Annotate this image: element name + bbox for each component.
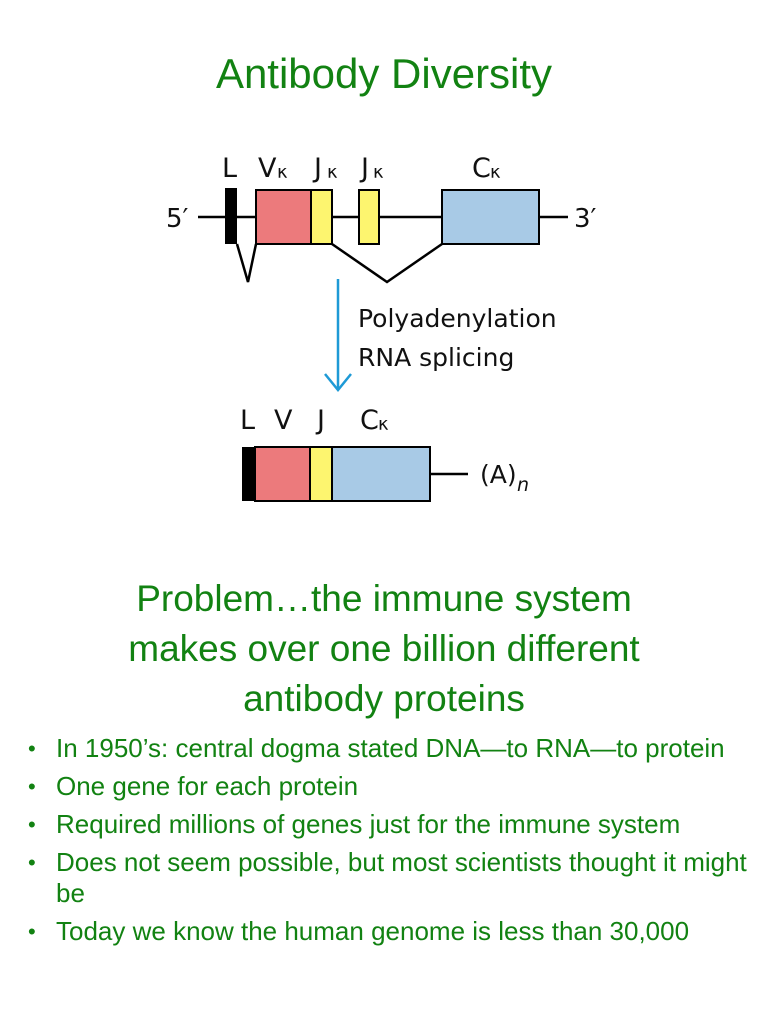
- bullet-dot-icon: •: [28, 850, 36, 875]
- label-J1-top: J: [312, 153, 322, 184]
- splice-j-c-intron: [331, 242, 443, 284]
- leader-segment-top: [225, 188, 237, 244]
- bullet-text: Required millions of genes just for the …: [56, 809, 681, 839]
- subtitle-line: makes over one billion different: [128, 628, 640, 669]
- slide-title: Antibody Diversity: [215, 50, 553, 97]
- bullet-text: One gene for each protein: [56, 771, 359, 801]
- v-segment-top: [255, 189, 312, 245]
- five-prime-end: 5′: [166, 204, 189, 234]
- slide-subtitle: Problem…the immune system makes over one…: [0, 574, 768, 724]
- label-C-top: C: [472, 153, 491, 184]
- bullet-dot-icon: •: [28, 919, 36, 944]
- bullet-dot-icon: •: [28, 812, 36, 837]
- subtitle-line: antibody proteins: [243, 678, 525, 719]
- label-V-kappa: κ: [277, 162, 288, 183]
- bullet-item: • Required millions of genes just for the…: [0, 809, 768, 840]
- label-C-kappa: κ: [490, 162, 501, 183]
- process-label-rna-splicing: RNA splicing: [358, 343, 514, 372]
- j1-segment-top: [310, 189, 333, 245]
- c-segment-top: [441, 189, 540, 245]
- leader-segment-mrna: [242, 447, 255, 501]
- label-C-bottom: C: [360, 405, 379, 436]
- bullet-dot-icon: •: [28, 736, 36, 761]
- bullet-text: Today we know the human genome is less t…: [56, 916, 690, 946]
- process-arrow-head: [324, 373, 352, 392]
- label-L-bottom: L: [240, 405, 255, 436]
- splice-leader-intron: [235, 243, 258, 283]
- poly-a-tail-subscript: n: [517, 474, 529, 496]
- j2-segment-top: [358, 189, 380, 245]
- bullet-dot-icon: •: [28, 774, 36, 799]
- c-segment-mrna: [331, 446, 431, 502]
- bullet-item: • In 1950’s: central dogma stated DNA—to …: [0, 733, 768, 764]
- label-C-bottom-kappa: κ: [378, 414, 389, 435]
- bullet-item: • One gene for each protein: [0, 771, 768, 802]
- label-V-bottom: V: [274, 405, 293, 436]
- label-J2-kappa: κ: [373, 162, 384, 183]
- label-J-bottom: J: [315, 405, 325, 436]
- bullet-text: In 1950’s: central dogma stated DNA—to R…: [56, 733, 725, 763]
- label-J2-top: J: [359, 153, 369, 184]
- label-V-top: V: [258, 153, 277, 184]
- poly-a-tail-label: (A): [480, 460, 517, 489]
- v-segment-mrna: [254, 446, 311, 502]
- three-prime-end: 3′: [574, 204, 597, 234]
- bullet-list: • In 1950’s: central dogma stated DNA—to …: [0, 733, 768, 954]
- j-segment-mrna: [309, 446, 333, 502]
- gene-splicing-diagram: L V κ J κ J κ C κ 5′ 3′ Polyadenylation …: [150, 137, 610, 515]
- bullet-item: • Today we know the human genome is less …: [0, 916, 768, 947]
- label-L-top: L: [222, 153, 237, 184]
- subtitle-line: Problem…the immune system: [136, 578, 632, 619]
- label-J1-kappa: κ: [327, 162, 338, 183]
- bullet-text: Does not seem possible, but most scienti…: [56, 847, 747, 908]
- bullet-item: • Does not seem possible, but most scient…: [0, 847, 768, 909]
- process-label-polyadenylation: Polyadenylation: [358, 304, 557, 333]
